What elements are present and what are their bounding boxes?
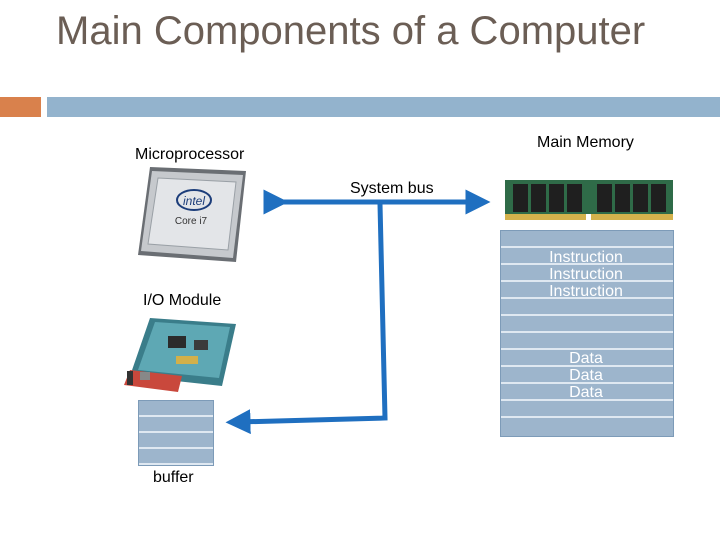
cpu-model-text: Core i7 [175,216,208,227]
io-board-icon [124,318,236,392]
system-bus-label: System bus [350,180,434,197]
memory-cell [501,282,673,299]
memory-cell [501,299,673,316]
buffer-cell [139,417,213,433]
memory-cell [501,367,673,384]
memory-data-list: Data Data Data [500,350,672,401]
memory-cell [501,248,673,265]
memory-cell [501,316,673,333]
io-buffer-table [138,400,214,466]
memory-cell [501,231,673,248]
memory-instruction: Instruction [549,249,623,266]
memory-cell [501,350,673,367]
bus-arrow-io [225,201,388,435]
cpu-brand-text: intel [183,194,205,208]
cpu-chip-icon: intel Core i7 [138,167,246,262]
microprocessor-label: Microprocessor [135,146,245,163]
memory-instruction: Instruction [549,266,623,283]
buffer-cell [139,449,213,465]
memory-data: Data [569,384,603,401]
io-module-label: I/O Module [143,292,222,309]
title-accent-blue [47,97,720,117]
buffer-cell [139,401,213,417]
memory-cell [501,384,673,401]
buffer-cell [139,433,213,449]
ram-module-icon [505,180,673,220]
memory-cell [501,265,673,282]
memory-instruction: Instruction [549,283,623,300]
main-memory-label: Main Memory [537,134,634,151]
memory-data: Data [569,350,603,367]
memory-cell [501,401,673,418]
main-memory-table [500,230,674,437]
memory-cell [501,333,673,350]
buffer-label: buffer [153,469,194,486]
memory-instruction-list: Instruction Instruction Instruction [500,249,672,300]
system-bus-lines [225,189,491,435]
title-accent-orange [0,97,41,117]
memory-data: Data [569,367,603,384]
page-title: Main Components of a Computer [56,9,646,53]
